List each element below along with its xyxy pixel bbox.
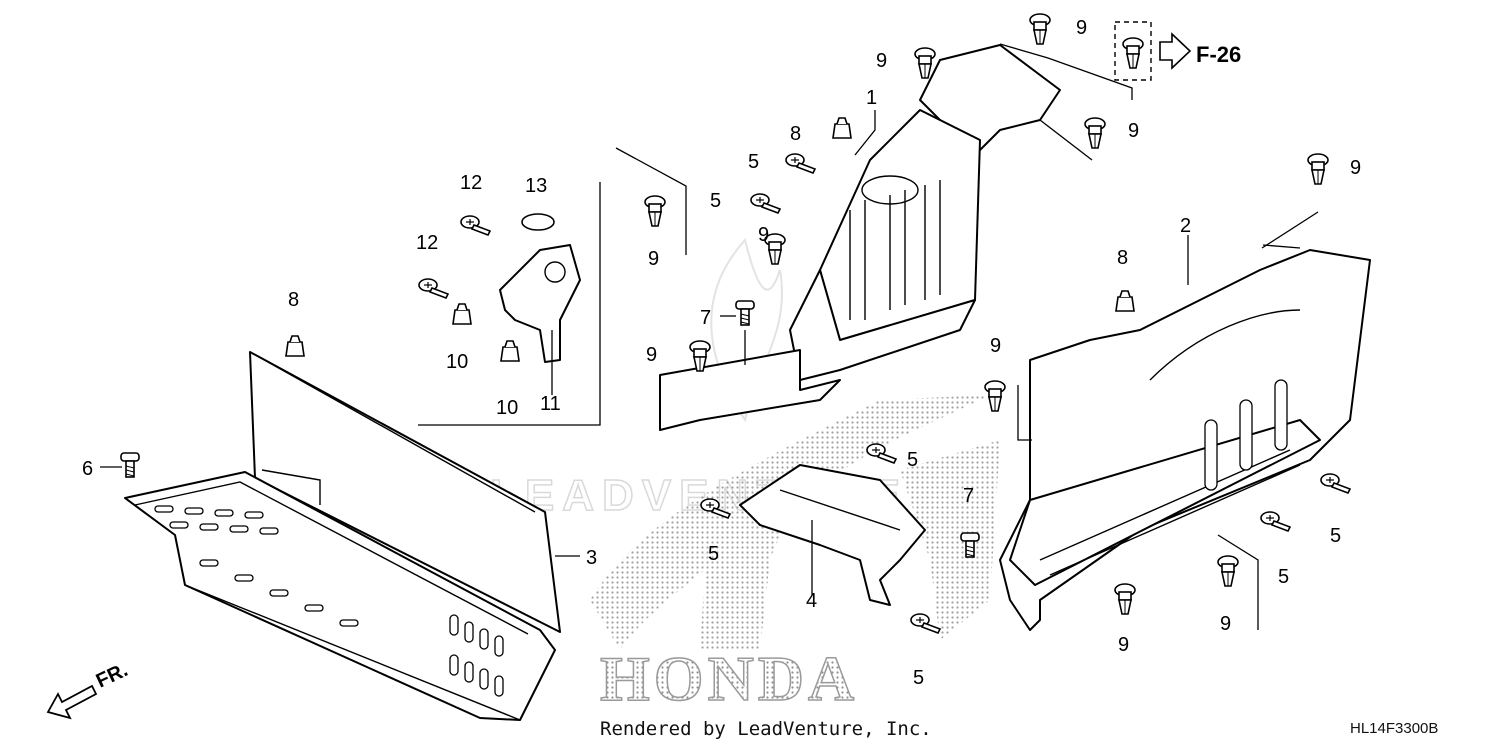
callout-5c: 5 <box>907 449 918 471</box>
floor-slots <box>154 505 504 697</box>
group-box <box>418 43 1319 630</box>
callout-5d: 5 <box>708 543 719 565</box>
callout-5g: 5 <box>1278 566 1289 588</box>
callout-13: 13 <box>525 175 547 197</box>
callout-7b: 7 <box>963 485 974 507</box>
honda-logo: HONDA <box>590 395 1000 715</box>
callout-10a: 10 <box>446 351 468 373</box>
reference-arrow: F-26 <box>1114 21 1241 81</box>
callout-9f: 9 <box>758 224 769 246</box>
floor-step-panel <box>124 351 561 721</box>
callout-4: 4 <box>806 590 817 612</box>
callout-6: 6 <box>82 458 93 480</box>
callout-5a: 5 <box>748 151 759 173</box>
callout-5e: 5 <box>913 667 924 689</box>
callout-12a: 12 <box>460 172 482 194</box>
callout-9e: 9 <box>648 248 659 270</box>
callout-9i: 9 <box>1220 613 1231 635</box>
leader-lines <box>100 110 1189 595</box>
front-label: FR. <box>93 659 131 693</box>
callout-8c: 8 <box>1117 247 1128 269</box>
upper-rear-fender-cover <box>659 44 1061 431</box>
reference-label: F-26 <box>1196 42 1241 67</box>
callout-5f: 5 <box>1330 525 1341 547</box>
callout-9a: 9 <box>1076 17 1087 39</box>
callout-8b: 8 <box>790 123 801 145</box>
callout-9g: 9 <box>646 344 657 366</box>
honda-wordmark: HONDA <box>600 643 858 714</box>
front-direction-indicator: FR. <box>46 659 131 720</box>
callouts: 1 2 3 4 5 5 5 5 5 5 5 6 7 7 8 8 8 9 9 9 … <box>82 17 1361 689</box>
callout-9d: 9 <box>1350 157 1361 179</box>
callout-1: 1 <box>866 87 877 109</box>
callout-12b: 12 <box>416 232 438 254</box>
side-cover-panel <box>999 249 1371 631</box>
callout-5b: 5 <box>710 190 721 212</box>
callout-2: 2 <box>1180 215 1191 237</box>
callout-9h: 9 <box>990 335 1001 357</box>
callout-11: 11 <box>540 393 561 415</box>
callout-8a: 8 <box>288 289 299 311</box>
mount-bracket <box>499 244 581 363</box>
center-bracket-cover <box>739 464 926 606</box>
callout-9j: 9 <box>1118 634 1129 656</box>
callout-10b: 10 <box>496 397 518 419</box>
callout-9b: 9 <box>876 50 887 72</box>
callout-3: 3 <box>586 547 597 569</box>
credit-text: Rendered by LeadVenture, Inc. <box>600 718 932 740</box>
fasteners <box>120 13 1351 634</box>
diagram-code: HL14F3300B <box>1350 720 1439 737</box>
callout-7a: 7 <box>700 307 711 329</box>
callout-9c: 9 <box>1128 120 1139 142</box>
